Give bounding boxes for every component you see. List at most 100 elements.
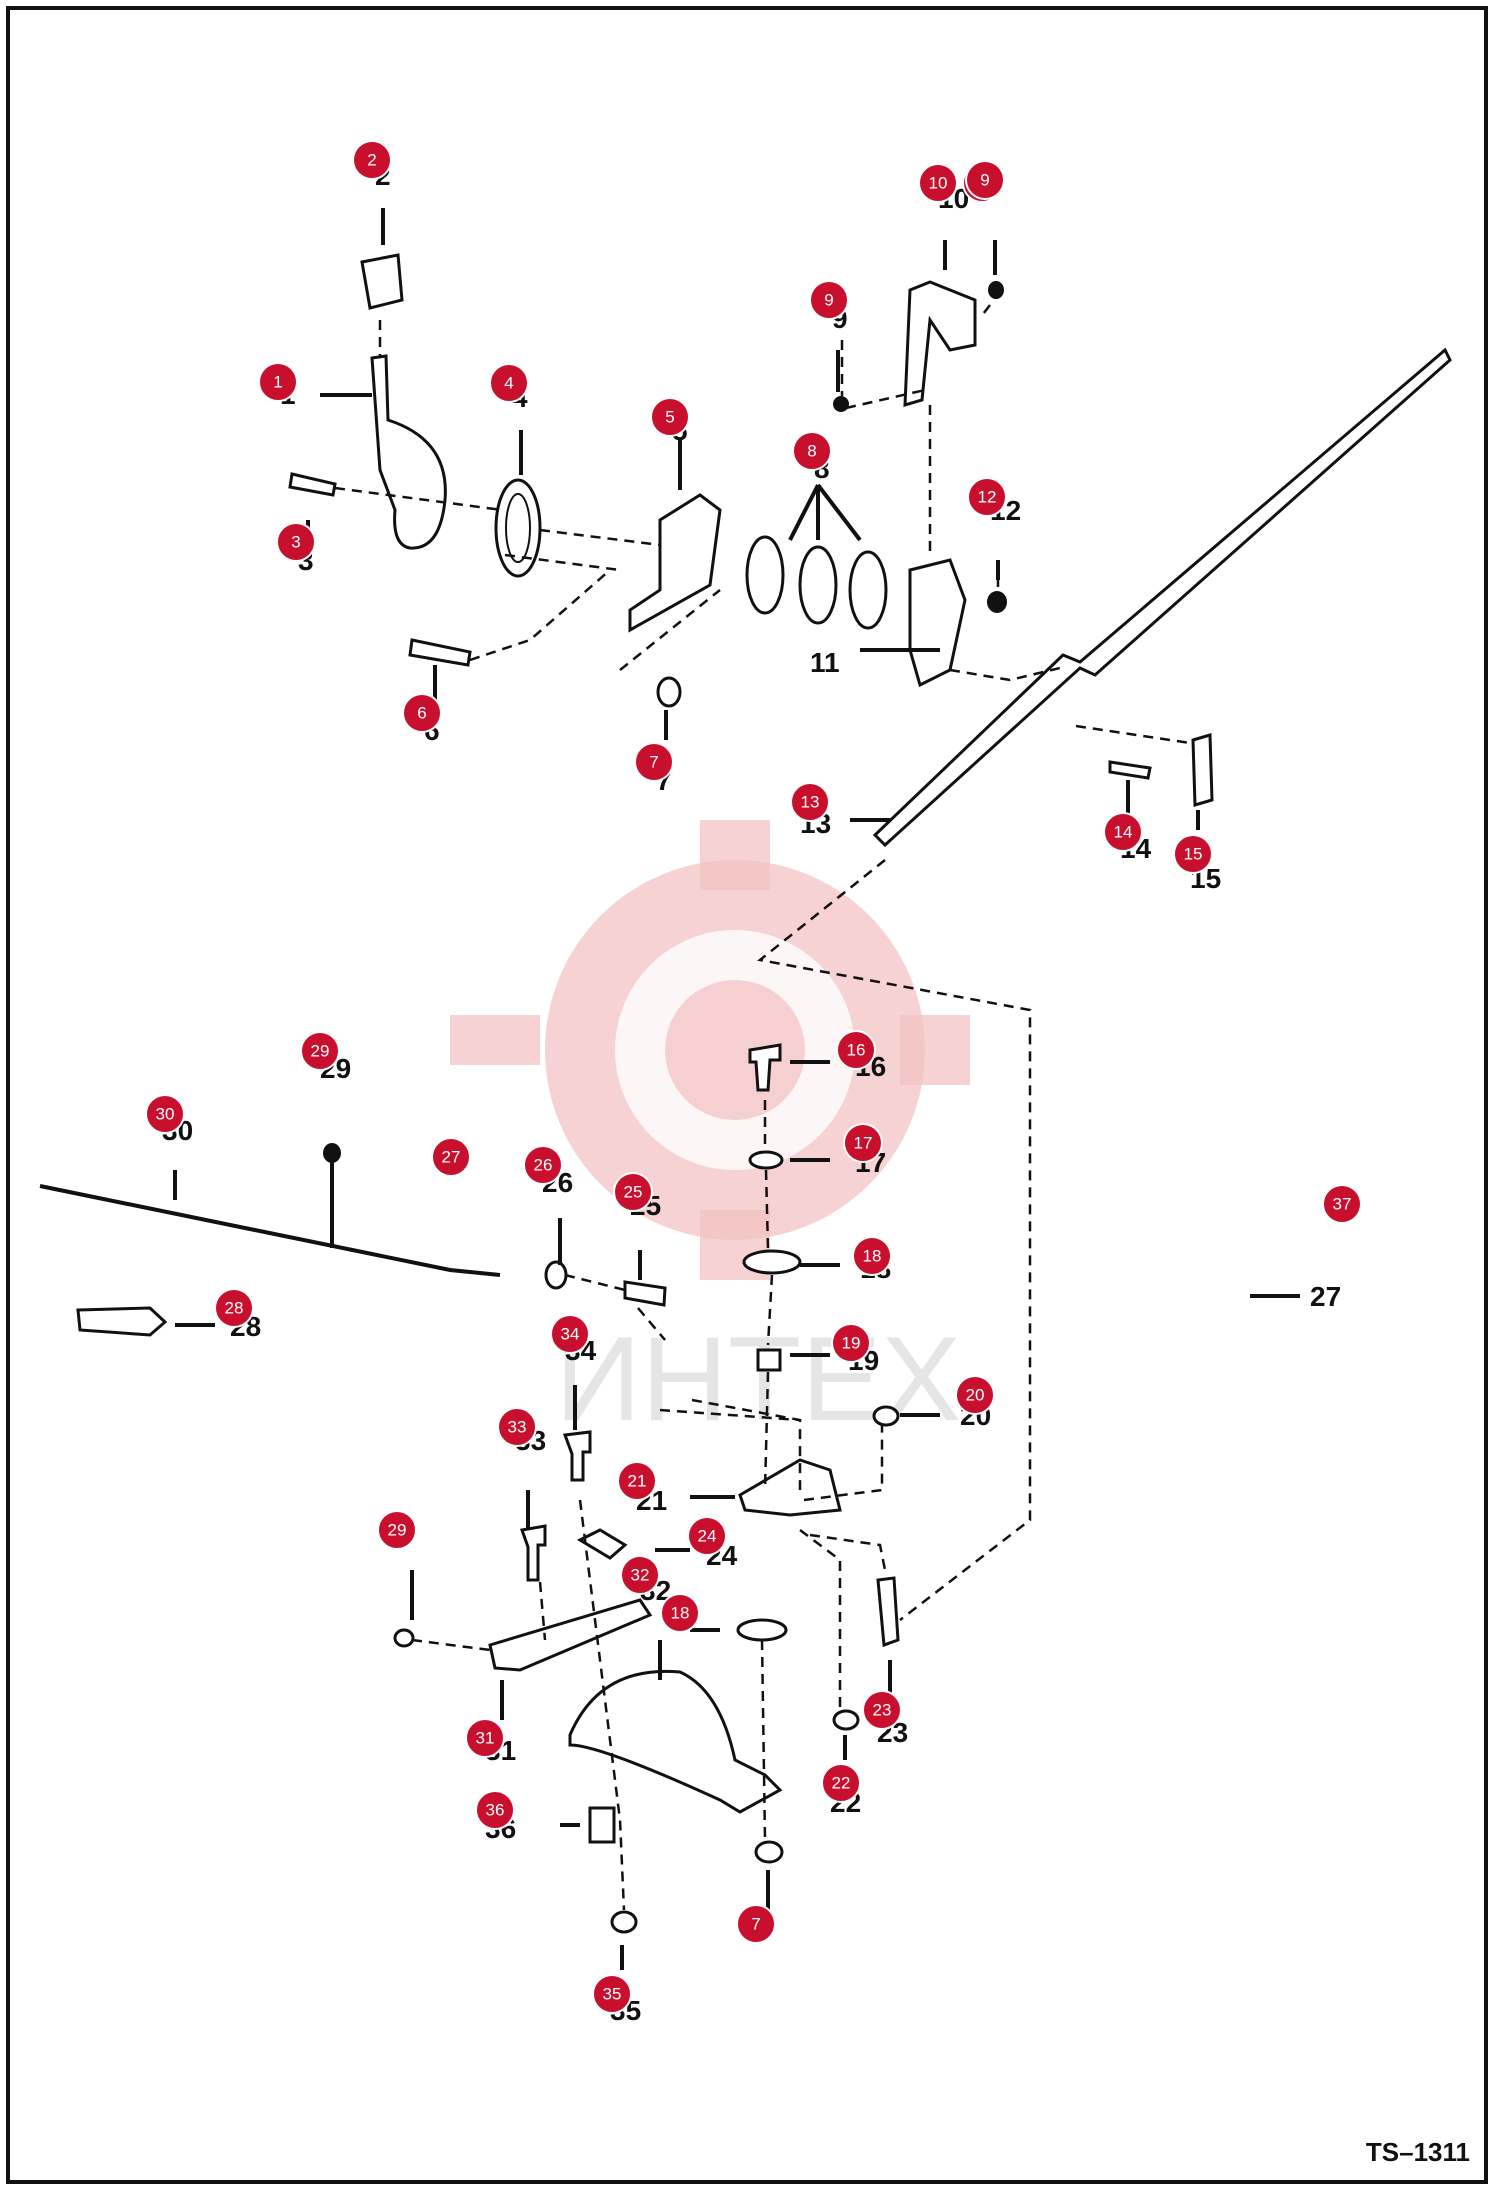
callout-badge-34[interactable]: 34 [550,1314,590,1354]
callout-badge-3[interactable]: 3 [276,522,316,562]
callout-badge-18[interactable]: 18 [852,1236,892,1276]
callout-badge-16[interactable]: 16 [836,1030,876,1070]
callout-badge-30[interactable]: 30 [145,1094,185,1134]
callout-badge-6[interactable]: 6 [402,693,442,733]
badge-number: 28 [225,1299,244,1318]
badge-circle-icon [821,1763,861,1803]
badge-number: 10 [929,174,948,193]
callout-badge-7[interactable]: 7 [736,1904,776,1944]
link-28-part [76,1306,168,1337]
callout-badge-15[interactable]: 15 [1173,834,1213,874]
stud-23-part [876,1576,900,1648]
bracket-32-part [568,1669,783,1814]
callout-badge-13[interactable]: 13 [790,782,830,822]
bolt-16-part [748,1043,782,1092]
badge-circle-icon [592,1974,632,2014]
callout-label-27: 27 [1310,1281,1341,1312]
callout-badge-2[interactable]: 2 [352,140,392,180]
callout-badge-8[interactable]: 8 [792,431,832,471]
badge-number: 33 [508,1418,527,1437]
badge-circle-icon [550,1314,590,1354]
ring-8b-part [798,545,838,625]
badge-number: 26 [534,1156,553,1175]
badge-number: 12 [978,488,997,507]
callout-badge-27[interactable]: 27 [431,1137,471,1177]
callout-badge-12[interactable]: 12 [967,477,1007,517]
badge-circle-icon [617,1461,657,1501]
badge-circle-icon [831,1323,871,1363]
bolt-33-part [519,1524,547,1582]
callout-badge-35[interactable]: 35 [592,1974,632,2014]
callout-badge-23[interactable]: 23 [862,1690,902,1730]
badge-number: 5 [665,408,674,427]
callout-label-11: 11 [810,647,840,678]
callout-badge-18[interactable]: 18 [660,1593,700,1633]
callout-badge-33[interactable]: 33 [497,1407,537,1447]
badge-circle-icon [1322,1184,1362,1224]
nut-29b-part [393,1628,415,1648]
callout-badge-31[interactable]: 31 [465,1718,505,1758]
spacer-19-part [756,1348,782,1372]
callout-badge-17[interactable]: 17 [843,1123,883,1163]
callout-badge-32[interactable]: 32 [620,1555,660,1595]
badge-circle-icon [1103,812,1143,852]
nut-7b-part [754,1840,784,1864]
callout-badge-9[interactable]: 9 [965,160,1005,200]
callout-badge-28[interactable]: 28 [214,1288,254,1328]
badge-circle-icon [843,1123,883,1163]
badge-circle-icon [687,1516,727,1556]
badge-number: 20 [966,1386,985,1405]
callout-badge-25[interactable]: 25 [613,1172,653,1212]
badge-circle-icon [352,140,392,180]
callout-badge-1[interactable]: 1 [258,362,298,402]
badge-number: 4 [504,374,513,393]
callout-badge-10[interactable]: 10 [918,163,958,203]
badge-number: 23 [873,1701,892,1720]
nut-35-part [610,1910,638,1934]
badge-circle-icon [967,477,1007,517]
badge-number: 29 [388,1521,407,1540]
ring-8a-part [745,535,785,615]
callout-badge-4[interactable]: 4 [489,363,529,403]
knob-part [360,253,404,310]
badge-number: 18 [671,1604,690,1623]
badge-circle-icon [1173,834,1213,874]
callout-badge-22[interactable]: 22 [821,1763,861,1803]
callout-badge-7[interactable]: 7 [634,742,674,782]
badge-circle-icon [792,431,832,471]
badge-number: 8 [807,442,816,461]
callout-badge-21[interactable]: 21 [617,1461,657,1501]
washer-17-part [748,1150,784,1170]
ring-8c-part [848,550,888,630]
callout-badge-29[interactable]: 29 [300,1031,340,1071]
badge-number: 27 [442,1148,461,1167]
callout-badge-36[interactable]: 36 [475,1790,515,1830]
callout-badge-37[interactable]: 37 [1322,1184,1362,1224]
badge-circle-icon [489,363,529,403]
badge-circle-icon [809,280,849,320]
callout-badge-14[interactable]: 14 [1103,812,1143,852]
callout-badge-5[interactable]: 5 [650,397,690,437]
badge-number: 16 [847,1041,866,1060]
cam-11-part [908,558,967,688]
badge-circle-icon [214,1288,254,1328]
setscrew-9a-part [833,396,849,412]
callout-badge-26[interactable]: 26 [523,1145,563,1185]
callout-badge-9[interactable]: 9 [809,280,849,320]
washer-18b-part [736,1618,788,1642]
callout-badge-20[interactable]: 20 [955,1375,995,1415]
badge-number: 31 [476,1729,495,1748]
drawing-reference: TS–1311 [1365,2137,1470,2167]
bolt-14-part [1108,760,1152,780]
bracket-24-part [576,1528,628,1560]
badge-circle-icon [497,1407,537,1447]
rod-13-part [872,347,1452,848]
callout-badge-24[interactable]: 24 [687,1516,727,1556]
badge-number: 7 [751,1915,760,1934]
badge-number: 22 [832,1774,851,1793]
callout-badge-19[interactable]: 19 [831,1323,871,1363]
clip-15-part [1191,733,1214,807]
badge-circle-icon [613,1172,653,1212]
callout-badge-29[interactable]: 29 [377,1510,417,1550]
